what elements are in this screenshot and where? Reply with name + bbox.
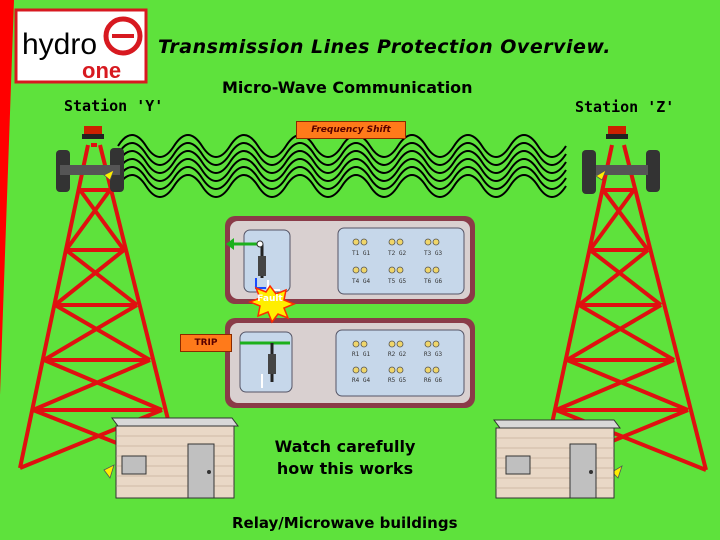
logo-swirl-icon [103,16,143,56]
top-light-label: T4 G4 [352,278,371,285]
logo-line2: one [82,58,121,83]
left-red-stripe [0,0,14,395]
fault-label: Fault [257,294,283,304]
top-light-label: T5 G5 [388,278,407,285]
left-tower [18,143,182,470]
top-light-label: T1 G1 [352,250,371,257]
bottom-light-label: R4 G4 [352,377,371,384]
bottom-light-label: R6 G6 [424,377,443,384]
left-dish-icon [56,148,124,192]
watch-caption: Watch carefully how this works [274,437,416,478]
right-building [493,419,621,499]
right-beacon-icon [606,126,628,139]
slide-title: Transmission Lines Protection Overview. [158,36,611,58]
top-relay-panel [225,216,475,304]
top-light-label: T2 G2 [388,250,407,257]
microwave-waves [117,134,567,198]
slide-subtitle: Micro-Wave Communication [222,78,473,97]
trip-label: TRIP [180,334,232,352]
left-beacon-icon [82,126,104,139]
fault-starburst-icon [247,284,297,324]
right-dish-icon [582,150,660,194]
bottom-light-label: R2 G2 [388,351,407,358]
top-indicator-lights [352,238,440,274]
bottom-relay-panel [225,318,475,408]
station-y-label: Station 'Y' [64,97,164,115]
bottom-light-label: R1 G1 [352,351,371,358]
top-light-label: T3 G3 [424,250,443,257]
bottom-light-label: R3 G3 [424,351,443,358]
logo-line1: hydro [22,28,97,61]
bottom-indicator-lights [352,340,440,374]
frequency-shift-label: Frequency Shift [296,121,406,139]
hydro-one-logo: hydro one [14,8,148,84]
relay-buildings-caption: Relay/Microwave buildings [232,514,458,532]
left-building [111,417,239,499]
bottom-light-label: R5 G5 [388,377,407,384]
top-light-label: T6 G6 [424,278,443,285]
station-z-label: Station 'Z' [575,98,675,116]
